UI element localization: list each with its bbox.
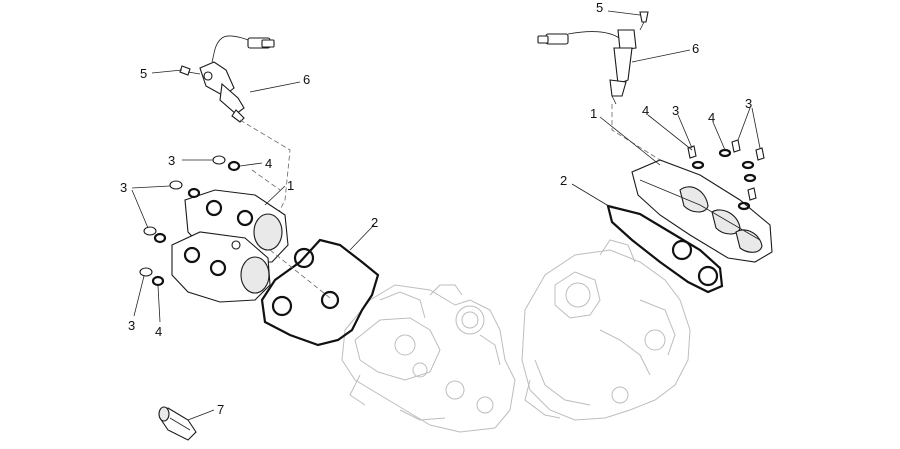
callout-label: 3 xyxy=(128,318,135,333)
callout-label: 4 xyxy=(155,324,162,339)
callout-label: 1 xyxy=(287,178,294,193)
callout-label: 6 xyxy=(303,72,310,87)
callout-label: 3 xyxy=(120,180,127,195)
screw-3-bottom xyxy=(139,267,165,287)
callout-label: 1 xyxy=(590,106,597,121)
engine-block-right xyxy=(521,239,691,421)
callout-label: 2 xyxy=(371,215,378,230)
ignition-coil-left xyxy=(199,35,275,123)
coil-bolt-right xyxy=(639,11,649,31)
ignition-coil-right xyxy=(537,29,637,105)
callout-label: 3 xyxy=(745,96,752,111)
callout-label: 4 xyxy=(708,110,715,125)
callout-label: 2 xyxy=(560,173,567,188)
gasket-right xyxy=(606,204,724,294)
callout-label: 4 xyxy=(265,156,272,171)
callout-label: 6 xyxy=(692,41,699,56)
valve-cover-left xyxy=(171,189,289,303)
callout-label: 3 xyxy=(168,153,175,168)
callout-label: 4 xyxy=(642,103,649,118)
callouts: 5 6 3 4 3 1 2 3 4 7 5 6 1 4 3 4 xyxy=(120,0,761,421)
screw-3-mid xyxy=(143,180,201,244)
screw-3-top xyxy=(212,155,241,172)
coil-bolt-left xyxy=(179,65,201,76)
callout-label: 3 xyxy=(672,103,679,118)
valve-cover-right xyxy=(631,159,773,263)
screw-set-right xyxy=(687,139,765,211)
callout-label: 5 xyxy=(140,66,147,81)
part-7-sleeve xyxy=(158,406,197,441)
callout-label: 7 xyxy=(217,402,224,417)
callout-label: 5 xyxy=(596,0,603,15)
engine-block-left xyxy=(341,284,516,433)
gasket-left xyxy=(260,238,380,347)
